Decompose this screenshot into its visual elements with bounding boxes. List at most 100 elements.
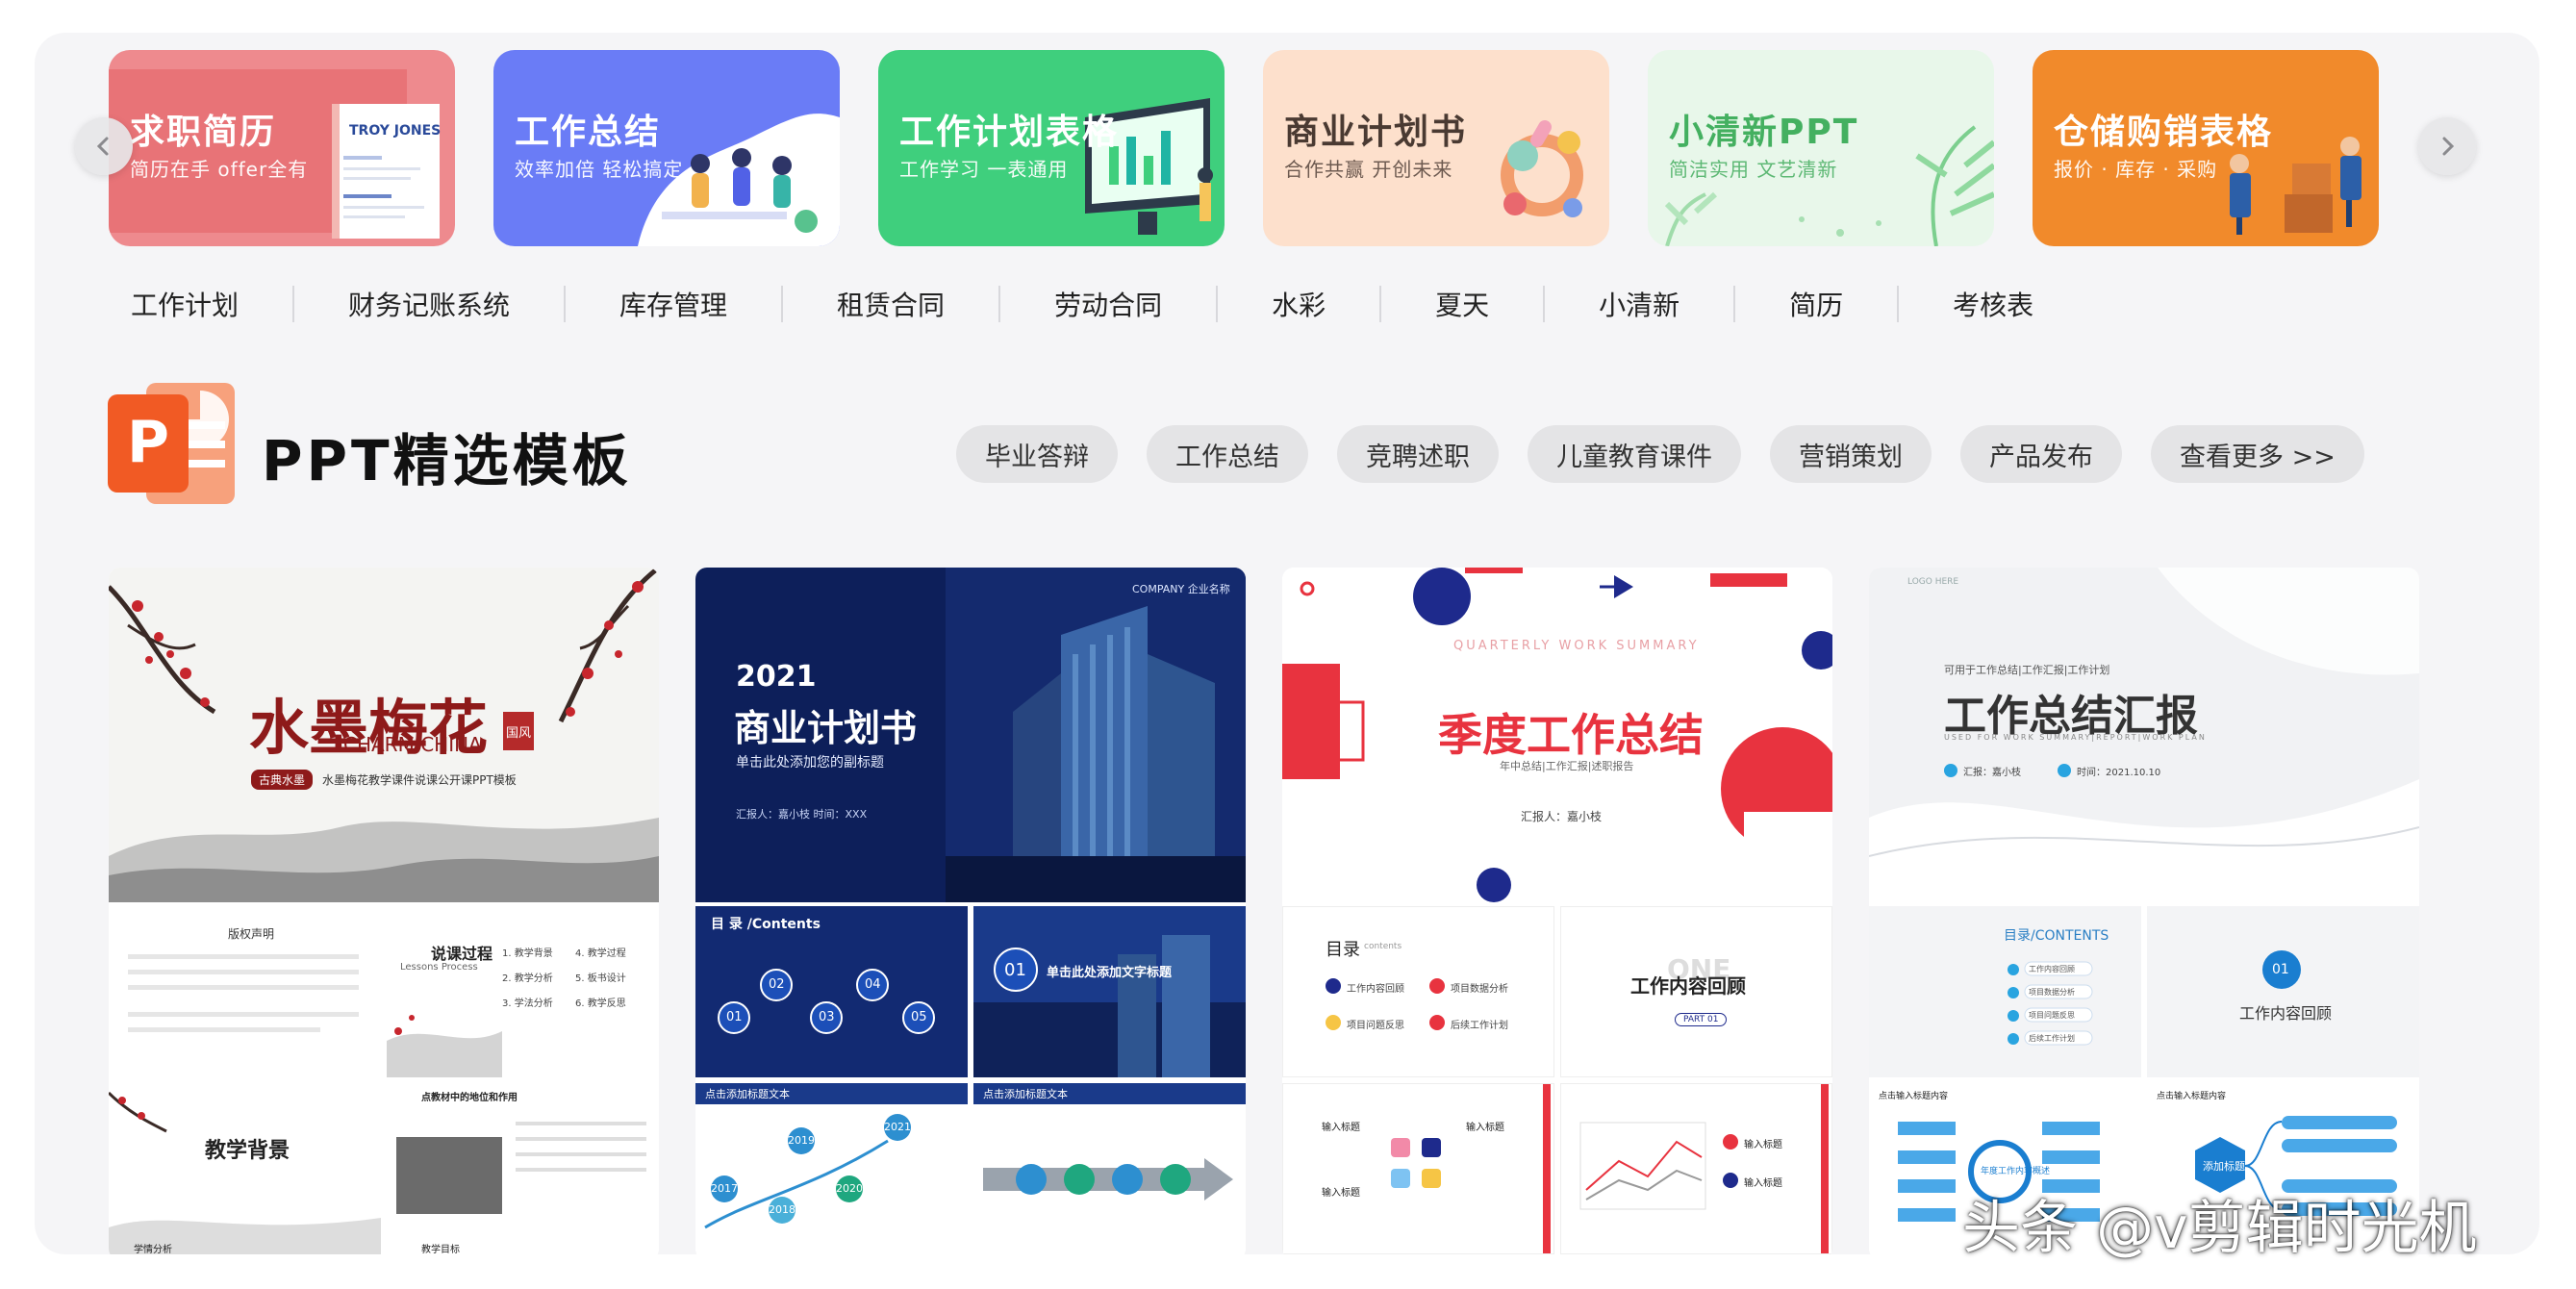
slide-text: 年度工作内容概述 xyxy=(1981,1167,2051,1176)
banner-resume-art xyxy=(109,69,440,239)
slide-text: 2018 xyxy=(769,1203,796,1216)
tag-pill[interactable]: 毕业答辩 xyxy=(956,425,1118,483)
slide-text: 学情分析 xyxy=(134,1245,172,1254)
banner-subtitle: 简历在手 offer全有 xyxy=(130,158,309,181)
powerpoint-icon-letter: P xyxy=(127,409,169,476)
template-card-ink-plum[interactable]: 水墨梅花 CHARM CHINA 国风 古典水墨 水墨梅花教学课件说课公开课PP… xyxy=(109,568,659,1254)
slide-text: 点击输入标题内容 xyxy=(2157,1092,2227,1101)
cover-small: 可用于工作总结|工作汇报|工作计划 xyxy=(1944,664,2110,676)
slide-text: 2019 xyxy=(788,1134,815,1147)
cover-logo: LOGO HERE xyxy=(1907,577,1959,587)
banner-work-summary-art xyxy=(638,114,840,246)
slide-text: 4. 教学过程 xyxy=(575,948,626,959)
slide-ink-art xyxy=(387,1015,502,1077)
category-link[interactable]: 简历 xyxy=(1789,290,1844,321)
banner-carousel: TROY JONES 求职简历 简历在手 offer全有 工作总结 效率加倍 轻… xyxy=(109,50,2465,246)
slide-text: 1. 教学背景 xyxy=(502,948,553,959)
category-link[interactable]: 库存管理 xyxy=(619,290,728,321)
slide-text: 2021 xyxy=(884,1121,911,1133)
slide-text: 后续工作计划 xyxy=(2029,1034,2075,1043)
slide-text: 说课过程 xyxy=(431,945,493,963)
slide-chain-art xyxy=(718,969,935,1034)
banner-business-plan[interactable]: 商业计划书 合作共赢 开创未来 xyxy=(1263,50,1609,246)
slide-icons-art xyxy=(1391,1084,1551,1253)
tag-pill[interactable]: 竞聘述职 xyxy=(1337,425,1499,483)
tag-pill[interactable]: 产品发布 xyxy=(1960,425,2122,483)
tag-pill[interactable]: 工作总结 xyxy=(1147,425,1308,483)
slide-thumb: 点击输入标题内容 添加标题 xyxy=(2147,1083,2419,1254)
category-divider xyxy=(564,286,567,322)
slide-timeline-art xyxy=(704,1114,911,1229)
category-divider xyxy=(1897,286,1900,322)
template-card-work-report[interactable]: LOGO HERE 可用于工作总结|工作汇报|工作计划 工作总结汇报 USED … xyxy=(1869,568,2419,1254)
slide-thumb: 01 工作内容回顾 xyxy=(2147,906,2419,1077)
slide-dots-art xyxy=(1326,978,1445,1030)
slide-thumb: ONE 工作内容回顾 PART 01 xyxy=(1560,906,1832,1077)
slide-text: 点教材中的地位和作用 xyxy=(421,1093,518,1103)
category-link[interactable]: 工作计划 xyxy=(131,290,240,321)
slide-city-art xyxy=(973,935,1246,1077)
banner-subtitle: 工作学习 一表通用 xyxy=(899,158,1069,181)
card-cover: QUARTERLY WORK SUMMARY 季度工作总结 年中总结|工作汇报|… xyxy=(1282,568,1832,902)
category-link[interactable]: 考核表 xyxy=(1953,290,2034,321)
banner-title: 求职简历 xyxy=(130,113,277,152)
slide-text: 工作内容回顾 xyxy=(2029,965,2075,973)
tag-pill[interactable]: 儿童教育课件 xyxy=(1528,425,1741,483)
cover-title: 工作总结汇报 xyxy=(1944,692,2198,741)
category-link[interactable]: 劳动合同 xyxy=(1054,290,1163,321)
cover-en: USED FOR WORK SUMMARY|REPORT|WORK PLAN xyxy=(1944,733,2207,742)
cover-title: 水墨梅花 xyxy=(249,693,489,763)
banner-fresh-ppt[interactable]: 小清新PPT 简洁实用 文艺清新 xyxy=(1648,50,1994,246)
card-cover: LOGO HERE 可用于工作总结|工作汇报|工作计划 工作总结汇报 USED … xyxy=(1869,568,2419,902)
slide-text: 05 xyxy=(911,1010,927,1024)
slide-text: 单击此处添加文字标题 xyxy=(1047,966,1173,980)
template-card-business-plan[interactable]: COMPANY 企业名称 2021 商业计划书 单击此处添加您的副标题 汇报人：… xyxy=(695,568,1246,1254)
banner-warehouse-art xyxy=(2230,137,2361,235)
banner-warehouse-table[interactable]: 仓储购销表格 报价 · 库存 · 采购 xyxy=(2033,50,2379,246)
slide-text: 项目问题反思 xyxy=(2029,1011,2075,1020)
template-card-quarterly-summary[interactable]: QUARTERLY WORK SUMMARY 季度工作总结 年中总结|工作汇报|… xyxy=(1282,568,1832,1254)
slide-thumb: 目 录 /Contents 01 02 03 04 05 xyxy=(695,906,968,1077)
category-divider xyxy=(1379,286,1382,322)
banner-work-summary[interactable]: 工作总结 效率加倍 轻松搞定 xyxy=(493,50,840,246)
banner-subtitle: 合作共赢 开创未来 xyxy=(1284,158,1453,181)
cover-wave-art xyxy=(1869,568,2419,902)
category-link[interactable]: 水彩 xyxy=(1272,290,1326,321)
cover-meta: 汇报人：嘉小枝 xyxy=(1521,810,1603,823)
banner-resume-badge: TROY JONES xyxy=(349,123,442,139)
slide-text: ONE xyxy=(1667,953,1731,985)
slide-text: 教学背景 xyxy=(205,1139,290,1163)
slide-text: 01 xyxy=(726,1010,743,1024)
slide-text: 版权声明 xyxy=(228,927,275,941)
category-link[interactable]: 小清新 xyxy=(1599,290,1680,321)
tag-pill[interactable]: 营销策划 xyxy=(1770,425,1932,483)
slide-text: 添加标题 xyxy=(2203,1160,2245,1173)
category-link[interactable]: 财务记账系统 xyxy=(348,290,511,321)
user-icon xyxy=(1944,764,1957,777)
slide-thumb: 教学背景 学情分析 xyxy=(109,1083,381,1254)
slide-thumb: 点击添加标题文本 xyxy=(973,1083,1246,1254)
carousel-next-button[interactable] xyxy=(2418,117,2476,175)
tag-pills: 毕业答辩 工作总结 竞聘述职 儿童教育课件 营销策划 产品发布 查看更多 >> xyxy=(956,425,2393,483)
slide-text: 03 xyxy=(819,1010,835,1024)
carousel-prev-button[interactable] xyxy=(75,117,133,175)
banner-work-plan-table[interactable]: 工作计划表格 工作学习 一表通用 xyxy=(878,50,1225,246)
card-thumbs: 目 录 /Contents 01 02 03 04 05 xyxy=(695,906,1246,1254)
banner-title: 小清新PPT xyxy=(1669,113,1859,152)
banner-resume[interactable]: TROY JONES 求职简历 简历在手 offer全有 xyxy=(109,50,455,246)
memphis-art xyxy=(1282,568,1832,902)
banner-subtitle: 报价 · 库存 · 采购 xyxy=(2054,158,2218,181)
slide-text: 点击添加标题文本 xyxy=(705,1088,790,1100)
slide-thumb: 目录/CONTENTS 工作内容回顾 项目数据分析 项目问题反思 后续工作计划 xyxy=(1869,906,2141,1077)
slide-thumb: 01 单击此处添加文字标题 xyxy=(973,906,1246,1077)
cover-company: COMPANY 企业名称 xyxy=(1132,583,1230,595)
slide-text: 01 xyxy=(1004,960,1026,980)
category-link[interactable]: 租赁合同 xyxy=(837,290,946,321)
plum-blossom-art xyxy=(109,568,659,902)
slide-text: 04 xyxy=(865,977,881,992)
slide-text: 工作内容回顾 xyxy=(2239,1004,2333,1023)
slide-text: 输入标题 xyxy=(1744,1140,1782,1150)
category-link[interactable]: 夏天 xyxy=(1435,290,1490,321)
slide-thumb: 输入标题 输入标题 xyxy=(1560,1083,1832,1254)
view-more-button[interactable]: 查看更多 >> xyxy=(2151,425,2364,483)
